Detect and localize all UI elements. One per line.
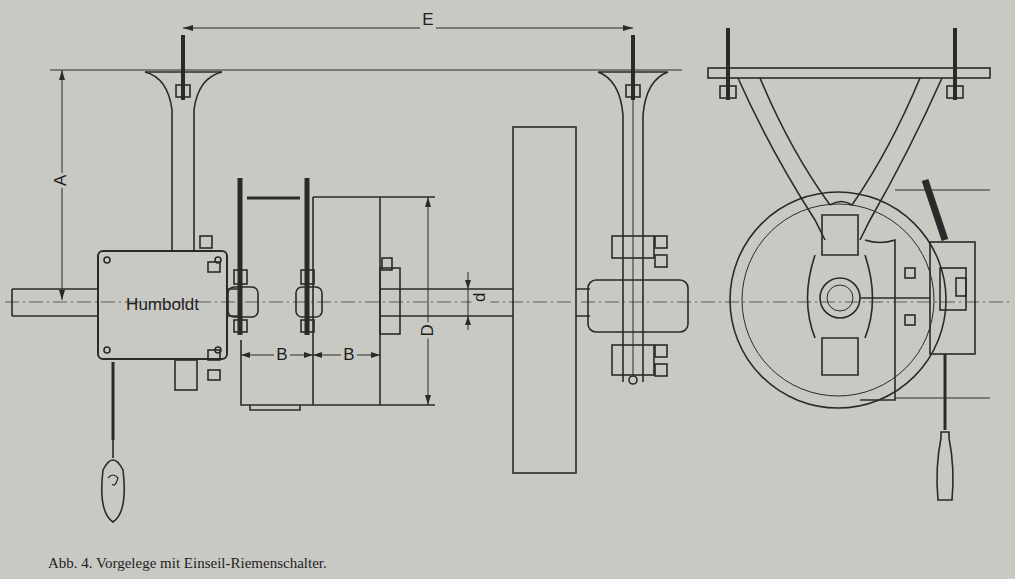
gear-housing: Humboldt (97, 250, 228, 360)
dimension-label: d (472, 290, 491, 303)
dimension-label: E (420, 11, 435, 30)
dimension-label: A (53, 172, 72, 187)
maker-name: Humboldt (126, 295, 199, 315)
dimension-label: B (341, 346, 356, 365)
dimension-label: B (274, 346, 289, 365)
figure-caption: Abb. 4. Vorgelege mit Einseil-Riemenscha… (48, 555, 327, 572)
dimension-label: D (419, 322, 438, 338)
